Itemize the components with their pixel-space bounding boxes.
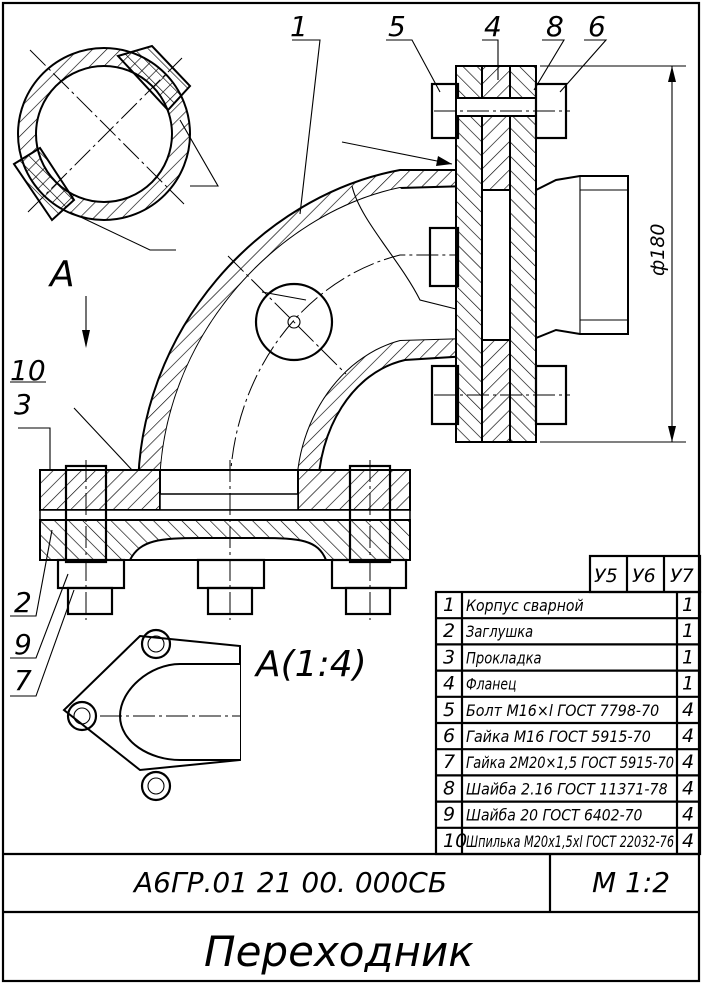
callout-8: 8 [546, 10, 564, 43]
bom-qty: 4 [682, 725, 694, 747]
bom-qty: 1 [682, 646, 694, 668]
bom-pos: 9 [443, 804, 455, 826]
bom-qty: 4 [682, 804, 694, 826]
callout-7: 7 [14, 664, 32, 697]
bom-pos: 1 [443, 594, 455, 616]
drawing-code: А6ГР.01 21 00. 000СБ [132, 866, 447, 899]
bom-name: Прокладка [466, 648, 542, 667]
bom-pos: 5 [443, 699, 455, 721]
bottom-flange [18, 407, 411, 620]
callout-6: 6 [588, 10, 606, 43]
view-label: A [48, 254, 75, 295]
drawing-scale: М 1:2 [592, 866, 670, 899]
bom-pos: 6 [443, 725, 455, 747]
bom-pos: 8 [443, 777, 455, 799]
bom-qty: 4 [682, 751, 694, 773]
bom-pos: 3 [443, 646, 455, 668]
bom-pos: 4 [443, 673, 455, 695]
drawing-name: Переходник [204, 927, 474, 976]
bom-name: Шайба 2.16 ГОСТ 11371-78 [466, 779, 668, 798]
column-header-u7: У7 [670, 565, 694, 587]
column-header-u5: У5 [594, 565, 618, 587]
bom-pos: 10 [443, 830, 467, 852]
callout-4: 4 [484, 10, 502, 43]
bom-name: Корпус сварной [466, 596, 584, 615]
parts-list: У5 У6 У7 1 Корпус сварной 1 2 Заглушка 1 3 Прок… [434, 554, 702, 856]
title-block: А6ГР.01 21 00. 000СБ М 1:2 Переходник [3, 852, 699, 976]
bom-name: Гайка М16 ГОСТ 5915-70 [466, 727, 651, 746]
bom-name: Болт М16×l ГОСТ 7798-70 [466, 701, 659, 720]
bom-qty: 4 [682, 777, 694, 799]
callout-3: 3 [14, 388, 32, 421]
pipe-cross-section [12, 44, 219, 251]
callouts: 1 5 4 8 6 10 3 2 9 7 A A(1:4) ф180 [10, 10, 669, 697]
section-label: A(1:4) [254, 644, 367, 685]
bom-qty: 4 [682, 699, 694, 721]
bom-name: Шайба 20 ГОСТ 6402-70 [466, 806, 642, 825]
view-arrow-head [82, 330, 90, 348]
column-header-u6: У6 [632, 565, 656, 587]
bom-name: Фланец [466, 675, 516, 694]
callout-1: 1 [290, 10, 308, 43]
bom-pos: 7 [443, 751, 455, 773]
view-a-detail [62, 628, 241, 802]
diameter-dimension: ф180 [647, 223, 669, 276]
bom-qty: 1 [682, 673, 694, 695]
callout-5: 5 [388, 10, 406, 43]
elbow-body [136, 169, 469, 493]
bom-name: Гайка 2М20×1,5 ГОСТ 5915-70 [466, 753, 674, 772]
bom-pos: 2 [443, 620, 455, 642]
bom-qty: 4 [682, 830, 694, 852]
callout-9: 9 [14, 628, 32, 661]
bom-name: Заглушка [466, 622, 533, 641]
bom-qty: 1 [682, 594, 694, 616]
callout-2: 2 [14, 586, 32, 619]
callout-10: 10 [10, 354, 46, 387]
flange-assembly [341, 65, 686, 443]
bom-qty: 1 [682, 620, 694, 642]
bom-name: Шпилька М20x1,5xl ГОСТ 22032-76 [466, 832, 674, 851]
